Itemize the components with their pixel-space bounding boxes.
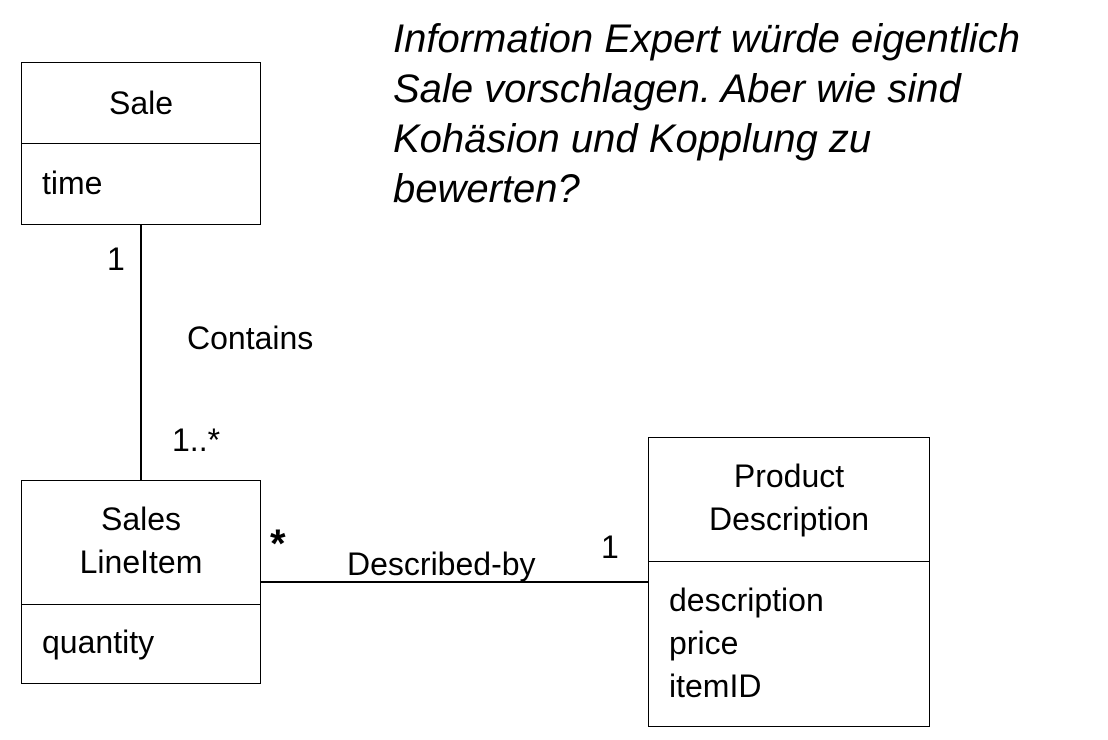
- class-product-description-name-line-1: Product: [733, 458, 845, 494]
- note-line-3: Kohäsion und Kopplung zu: [393, 117, 872, 161]
- described-by-association-line: [261, 581, 648, 583]
- note-line-2: Sale vorschlagen. Aber wie sind: [393, 67, 961, 111]
- design-question-note: Information Expert würde eigentlich Sale…: [393, 14, 1105, 214]
- attribute-price: price: [669, 625, 739, 661]
- attribute-quantity: quantity: [42, 624, 155, 660]
- contains-association-line: [140, 225, 142, 480]
- class-product-description-attributes: description price itemID: [649, 562, 929, 708]
- class-sale-name-text: Sale: [108, 85, 174, 121]
- note-line-1: Information Expert würde eigentlich: [393, 17, 1020, 61]
- class-sale: Sale time: [21, 62, 261, 225]
- contains-multiplicity-top: 1: [107, 241, 125, 277]
- class-product-description-name-line-2: Description: [708, 501, 870, 537]
- class-sales-line-item-attributes: quantity: [22, 605, 260, 664]
- described-by-label: Described-by: [347, 546, 536, 582]
- described-by-multiplicity-left: *: [270, 522, 286, 566]
- contains-multiplicity-bottom: 1..*: [172, 422, 221, 458]
- note-line-4: bewerten?: [393, 167, 580, 211]
- class-sales-line-item: Sales LineItem quantity: [21, 480, 261, 684]
- described-by-multiplicity-right: 1: [601, 529, 619, 565]
- class-sales-line-item-name: Sales LineItem: [22, 481, 260, 605]
- class-sale-name: Sale: [22, 63, 260, 144]
- class-sales-line-item-name-line-1: Sales: [100, 501, 182, 537]
- contains-label: Contains: [187, 320, 314, 356]
- class-product-description-name: Product Description: [649, 438, 929, 562]
- class-sales-line-item-name-line-2: LineItem: [79, 544, 203, 580]
- attribute-item-id: itemID: [669, 668, 762, 704]
- attribute-description: description: [669, 582, 824, 618]
- class-product-description: Product Description description price it…: [648, 437, 930, 727]
- attribute-time: time: [42, 165, 103, 201]
- class-sale-attributes: time: [22, 144, 260, 205]
